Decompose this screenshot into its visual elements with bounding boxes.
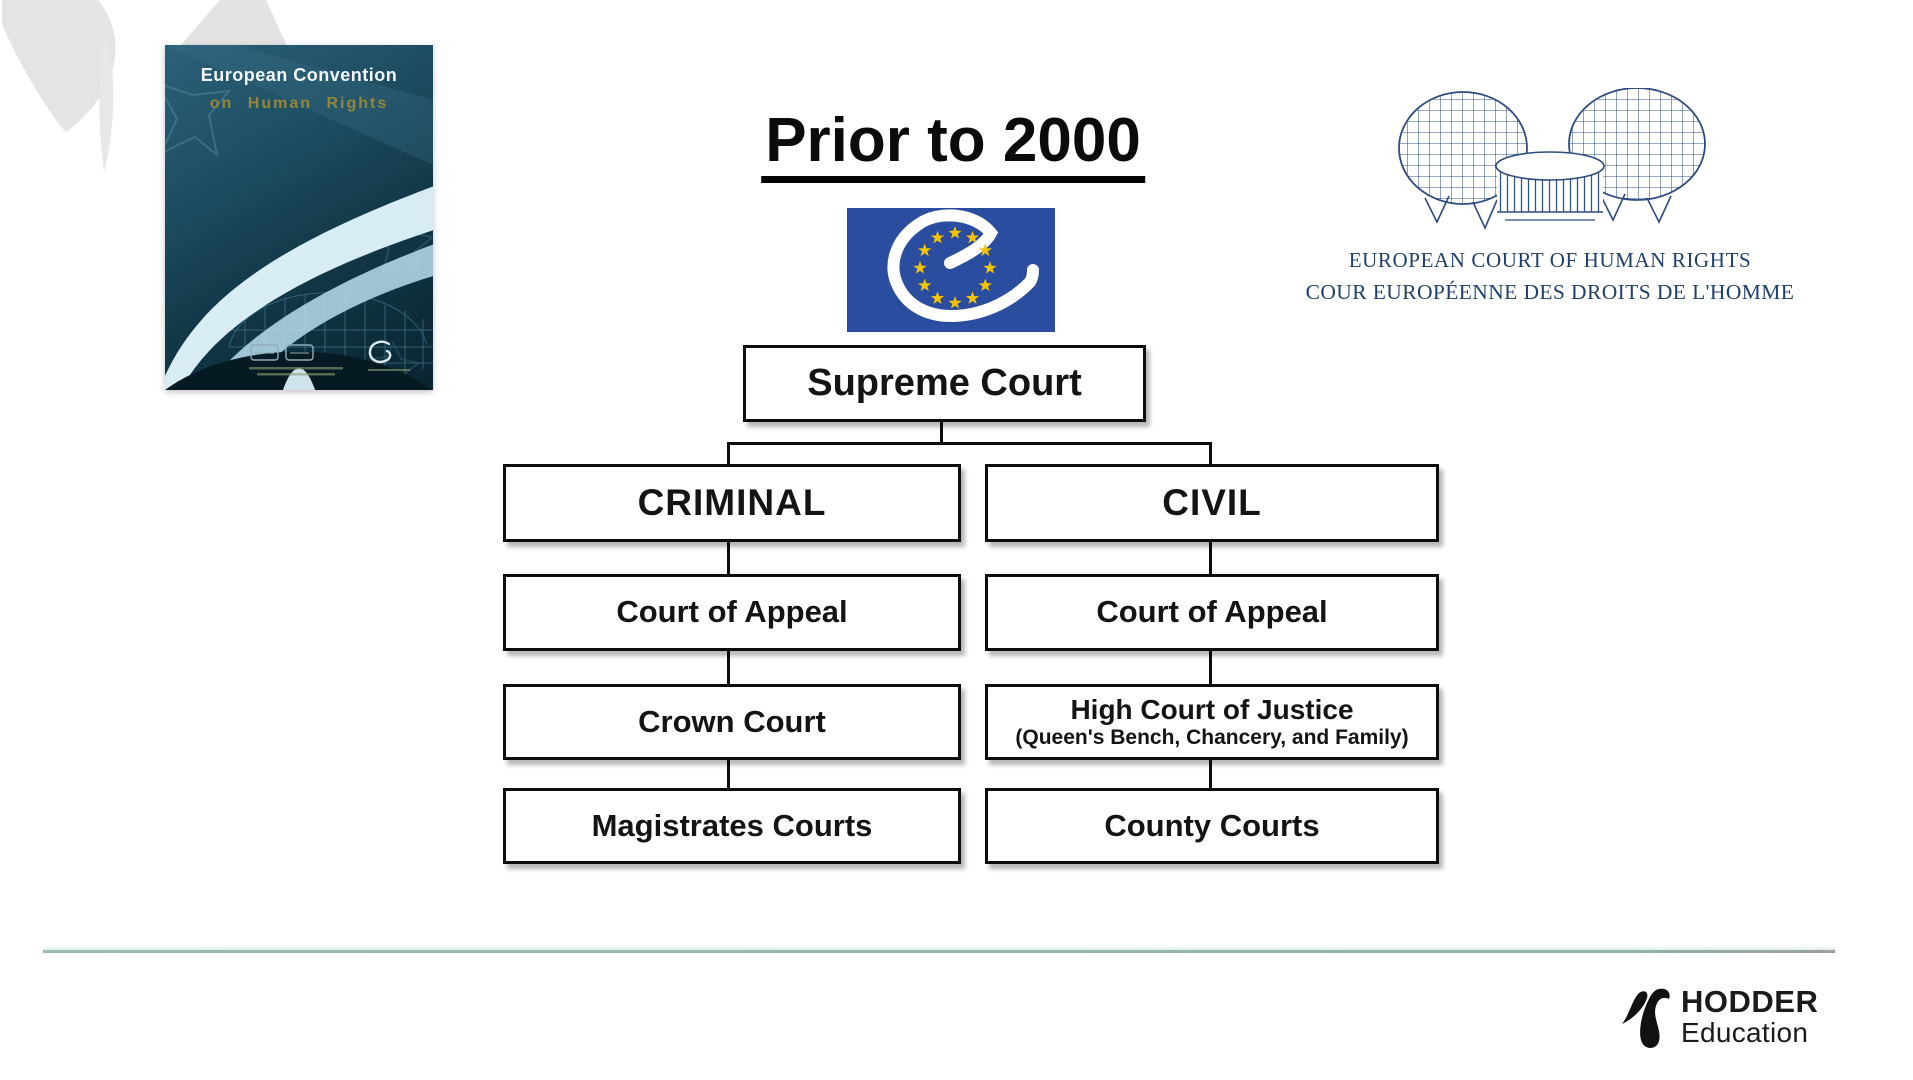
hodder-logo-mark-icon [1622, 988, 1670, 1048]
footer-divider [43, 950, 1835, 953]
box-magistrates-courts-label: Magistrates Courts [591, 807, 873, 843]
box-county-courts-label: County Courts [1104, 807, 1320, 843]
hodder-brand-name: HODDER [1681, 984, 1819, 1019]
box-supreme-court-label: Supreme Court [807, 362, 1082, 405]
box-county-courts: County Courts [985, 788, 1439, 864]
connector-criminal-appeal [727, 536, 730, 574]
box-criminal-court-of-appeal: Court of Appeal [503, 574, 961, 651]
hodder-education-logo: HODDER Education [1616, 986, 1818, 1050]
box-magistrates-courts: Magistrates Courts [503, 788, 961, 864]
background-swoosh-decoration [0, 0, 287, 172]
hodder-brand-subname: Education [1681, 1017, 1809, 1048]
box-high-court-label: High Court of Justice [1070, 694, 1354, 726]
echr-name-french: COUR EUROPÉENNE DES DROITS DE L'HOMME [1305, 280, 1795, 304]
box-civil: CIVIL [985, 464, 1439, 542]
echr-court-building-drawing [1398, 88, 1706, 230]
connector-supreme-down [940, 416, 943, 442]
box-high-court-of-justice: High Court of Justice (Queen's Bench, Ch… [985, 684, 1439, 760]
box-supreme-court: Supreme Court [743, 345, 1146, 422]
box-criminal: CRIMINAL [503, 464, 961, 542]
box-crown-court-label: Crown Court [638, 703, 826, 739]
book-title-line1: European Convention [200, 65, 398, 85]
connector-branch-horizontal [727, 442, 1212, 445]
echr-name-english: EUROPEAN COURT OF HUMAN RIGHTS [1348, 248, 1752, 272]
slide-title: Prior to 2000 [761, 108, 1145, 184]
box-civil-label: CIVIL [1162, 482, 1262, 524]
echr-logo: EUROPEAN COURT OF HUMAN RIGHTS COUR EURO… [1295, 88, 1805, 318]
book-cover-artwork [165, 45, 433, 390]
connector-appeal-crown [727, 645, 730, 684]
connector-crown-magistrates [727, 754, 730, 788]
connector-civil-appeal [1209, 536, 1212, 574]
connector-to-criminal [727, 445, 730, 464]
echr-book-cover: European Convention on Human Rights [165, 45, 433, 390]
box-civil-court-of-appeal: Court of Appeal [985, 574, 1439, 651]
connector-to-civil [1209, 445, 1212, 464]
box-high-court-sublabel: (Queen's Bench, Chancery, and Family) [1015, 726, 1409, 750]
box-criminal-label: CRIMINAL [637, 482, 827, 524]
connector-appeal-high [1209, 645, 1212, 684]
box-crown-court: Crown Court [503, 684, 961, 760]
book-title-line2: on Human Rights [209, 95, 389, 112]
box-criminal-court-of-appeal-label: Court of Appeal [616, 594, 848, 630]
connector-high-county [1209, 754, 1212, 788]
box-civil-court-of-appeal-label: Court of Appeal [1096, 594, 1328, 630]
council-of-europe-flag [847, 208, 1055, 332]
